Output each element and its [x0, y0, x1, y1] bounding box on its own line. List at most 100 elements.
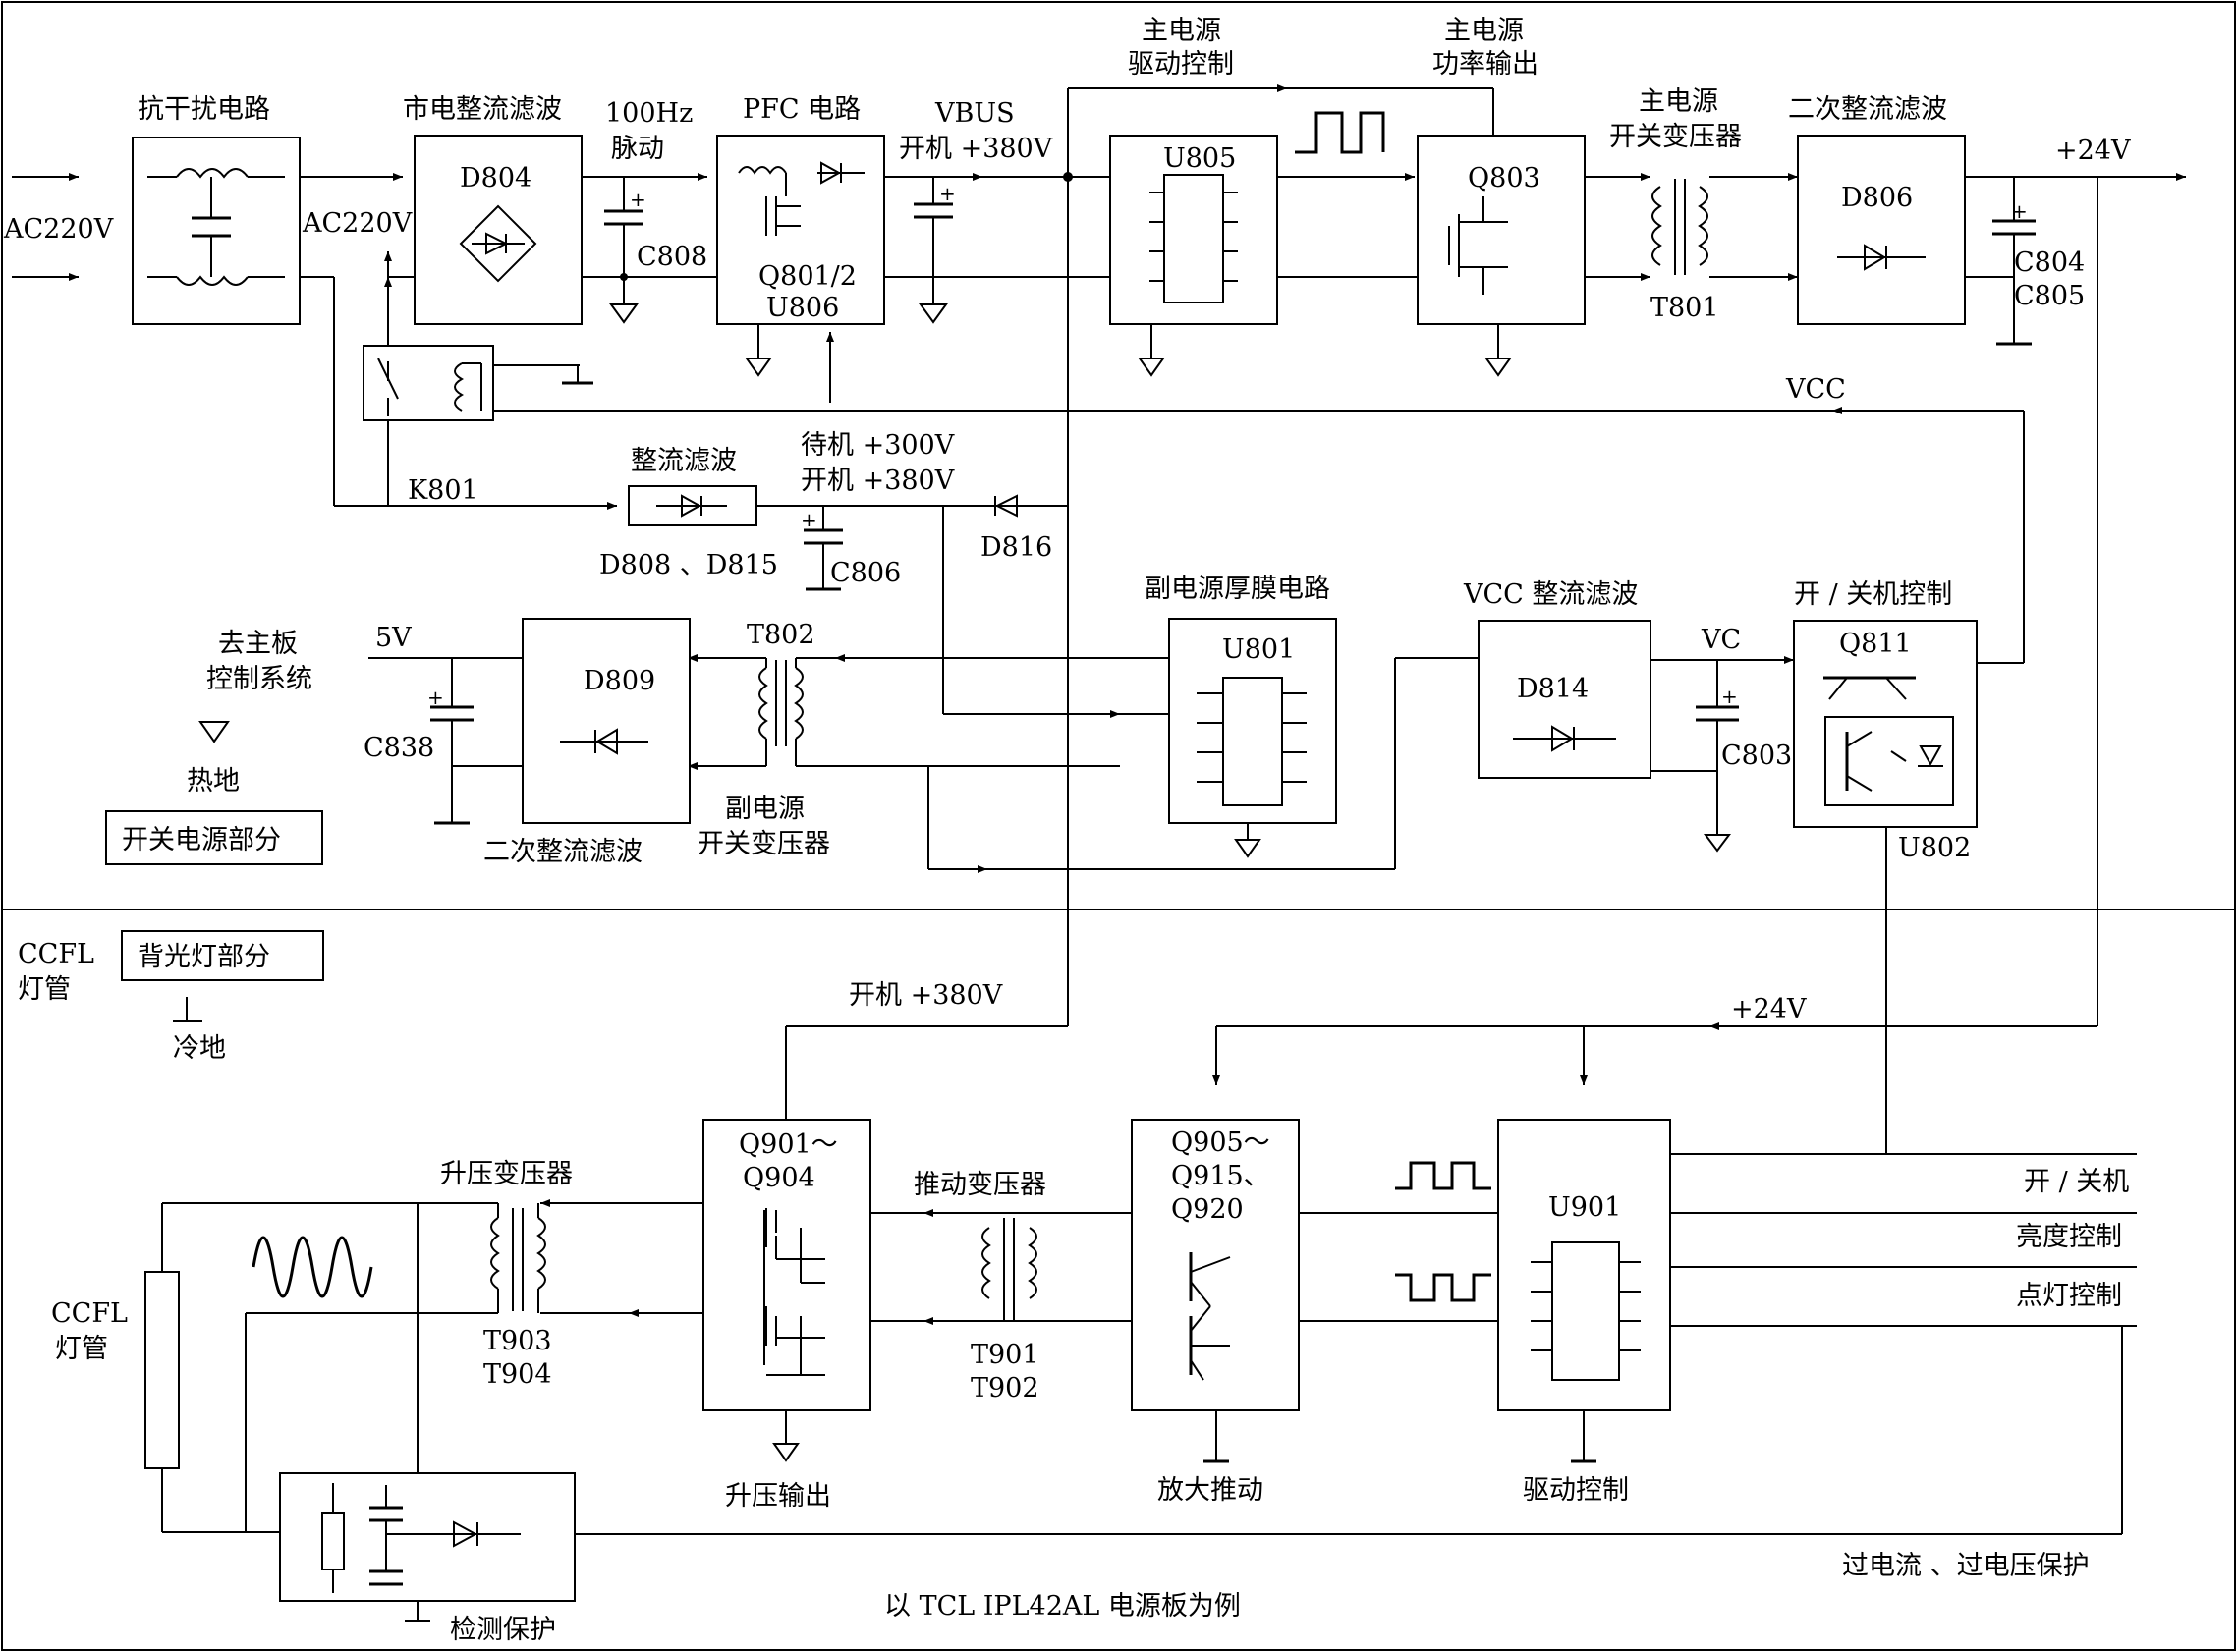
- switch-part-box: [105, 810, 323, 865]
- detect-protect-block: [279, 1472, 576, 1602]
- vcc-rect-title: VCC 整流滤波: [1463, 579, 1638, 610]
- u802-block: [1793, 620, 1978, 828]
- detect-protect-label: 检测保护: [450, 1615, 556, 1645]
- t801-label: T801: [1650, 293, 1719, 323]
- ground-symbol: [1484, 358, 1512, 377]
- emi-title: 抗干扰电路: [138, 94, 270, 125]
- ccfl-tube: [144, 1271, 180, 1469]
- c804-label: C804: [2014, 248, 2085, 278]
- v24-bottom-label: +24V: [1731, 994, 1807, 1024]
- sec-rect2-title: 二次整流滤波: [483, 837, 643, 867]
- ground-symbol: [772, 1443, 800, 1462]
- t902-label: T902: [971, 1373, 1039, 1404]
- u901-label: U901: [1548, 1192, 1621, 1223]
- d809-block: [522, 618, 691, 824]
- capacitor-vbus: +: [914, 177, 956, 324]
- t802-label: T802: [747, 620, 815, 650]
- svg-text:+: +: [1721, 685, 1738, 708]
- q905-label-3: Q920: [1171, 1194, 1244, 1225]
- u801-block: [1168, 618, 1337, 824]
- ac-mid-label: AC220V: [302, 208, 413, 239]
- main-drv-label-1: 主电源: [1142, 16, 1221, 46]
- capacitor-c838: +: [427, 658, 474, 766]
- d814-label: D814: [1517, 674, 1589, 704]
- hot-ground-symbol: [198, 721, 230, 743]
- u901-block: [1497, 1119, 1671, 1411]
- diode-d816: [994, 494, 1018, 518]
- q811-label: Q811: [1839, 629, 1912, 659]
- hot-ground-label: 热地: [187, 766, 240, 797]
- on380-mid-label: 开机 +380V: [801, 466, 955, 496]
- to-main-label-2: 控制系统: [206, 664, 312, 694]
- c808-label: C808: [637, 242, 707, 272]
- vcc-label: VCC: [1785, 374, 1846, 405]
- capacitor-c803: +: [1696, 660, 1739, 853]
- svg-text:+: +: [939, 182, 956, 205]
- vbus-label: VBUS: [934, 98, 1015, 129]
- transformer-t801: [1651, 179, 1708, 275]
- q901-block: [702, 1119, 871, 1411]
- capacitor-c806: +: [801, 506, 843, 591]
- u802-label: U802: [1898, 833, 1971, 863]
- d804-label: D804: [460, 163, 531, 193]
- c805-label: C805: [2014, 281, 2085, 311]
- on380-top-label: 开机 +380V: [899, 134, 1053, 164]
- main-tr-label-1: 主电源: [1639, 86, 1718, 117]
- main-pwr-label-2: 功率输出: [1432, 49, 1538, 80]
- u806-label: U806: [766, 293, 839, 323]
- rectifier2-block: [628, 485, 757, 526]
- v5-label: 5V: [375, 623, 412, 653]
- onoff-label: 开 / 关机: [2024, 1167, 2129, 1197]
- capacitor-c808: +: [604, 177, 646, 324]
- ccfl-label-2: 灯管: [55, 1334, 108, 1364]
- q905-block: [1131, 1119, 1300, 1411]
- ccfl-label-1: CCFL: [51, 1298, 128, 1329]
- q803-block: [1417, 135, 1586, 325]
- ccfl-top-label-1: CCFL: [18, 939, 94, 969]
- d808-label: D808 、D815: [599, 550, 778, 580]
- sec-rect-title: 二次整流滤波: [1788, 94, 1947, 125]
- q901-label-1: Q901～: [739, 1129, 838, 1160]
- pfc-block: [716, 135, 885, 325]
- rectifier-block-d804: [414, 135, 583, 325]
- d816-label: D816: [980, 532, 1052, 563]
- u801-label: U801: [1222, 634, 1295, 665]
- transformer-t903: [490, 1208, 546, 1311]
- t904-label: T904: [483, 1359, 552, 1390]
- aux-tr-label-2: 开关变压器: [698, 829, 830, 859]
- q803-label: Q803: [1468, 163, 1540, 193]
- brightness-label: 亮度控制: [2016, 1222, 2122, 1252]
- u805-block: [1109, 135, 1278, 325]
- ground-symbol: [745, 358, 772, 377]
- ac-input: AC220V: [3, 173, 114, 281]
- q905-label-1: Q905～: [1171, 1128, 1270, 1158]
- on380-bottom-label: 开机 +380V: [849, 980, 1003, 1011]
- main-pwr-label-1: 主电源: [1444, 16, 1524, 46]
- d806-block: [1797, 135, 1966, 325]
- over-protect-label: 过电流 、过电压保护: [1842, 1551, 2090, 1581]
- q901-label-2: Q904: [743, 1163, 815, 1193]
- aux-thick-title: 副电源厚膜电路: [1145, 574, 1330, 604]
- drive-waveform-2: [1395, 1273, 1491, 1302]
- drive-ctrl-label: 驱动控制: [1523, 1475, 1629, 1506]
- svg-text:+: +: [801, 508, 817, 531]
- pulse-label: 脉动: [611, 134, 664, 164]
- boost-out-label: 升压输出: [725, 1481, 831, 1512]
- capacitor-c804: +: [1992, 177, 2036, 346]
- q801-label: Q801/2: [758, 261, 857, 292]
- k801-label: K801: [408, 475, 478, 506]
- to-main-label-1: 去主板: [218, 629, 298, 659]
- switch-part-label: 开关电源部分: [122, 825, 281, 855]
- d809-label: D809: [584, 666, 655, 696]
- rect2-title: 整流滤波: [631, 446, 737, 476]
- cold-ground-label: 冷地: [173, 1033, 226, 1064]
- onoff-ctrl-title: 开 / 关机控制: [1794, 579, 1952, 610]
- t901-label: T901: [971, 1340, 1039, 1370]
- ground-symbol: [1234, 839, 1261, 858]
- c806-label: C806: [830, 558, 901, 588]
- vc-label: VC: [1701, 625, 1741, 655]
- ccfl-top-label-2: 灯管: [18, 974, 71, 1005]
- backlight-part-label: 背光灯部分: [138, 942, 270, 972]
- d814-block: [1478, 620, 1651, 779]
